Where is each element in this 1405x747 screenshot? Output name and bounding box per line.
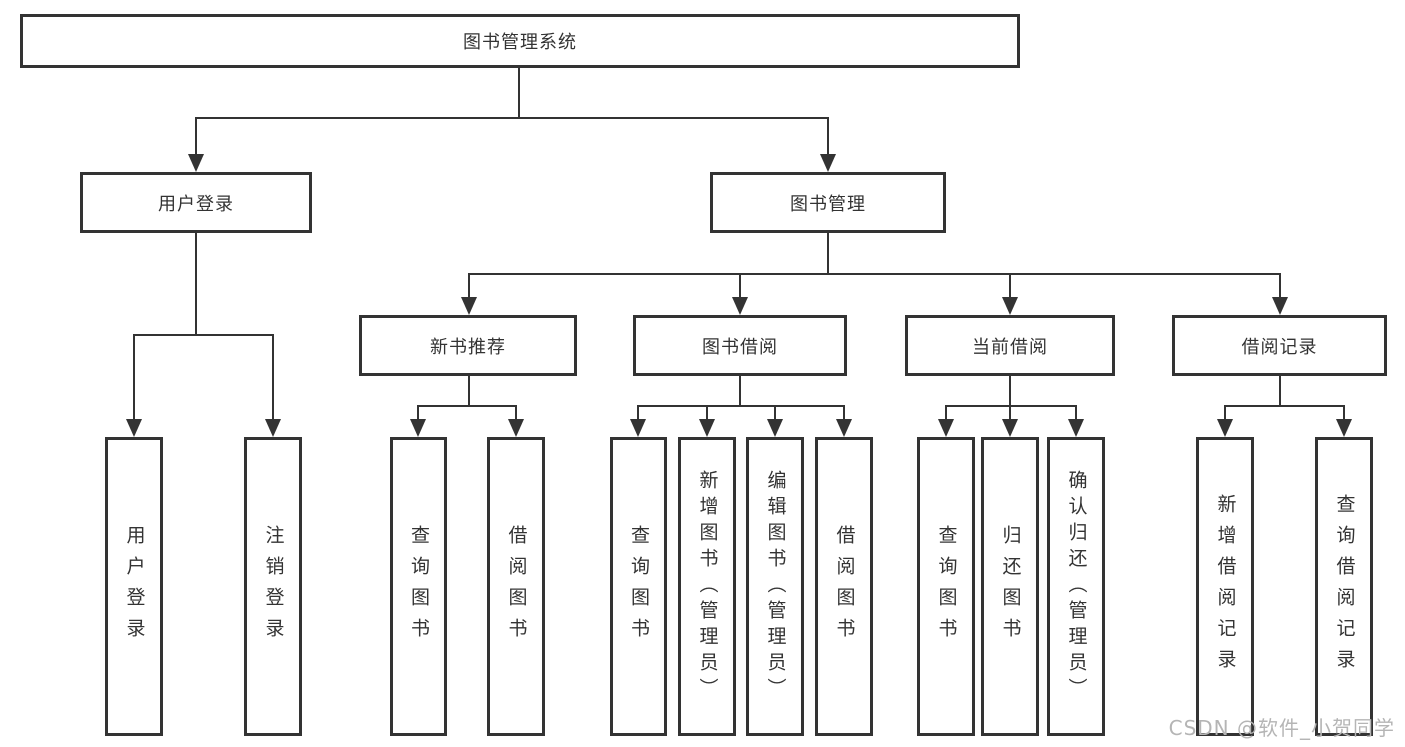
connector-line xyxy=(1279,376,1281,407)
connector-line xyxy=(518,68,520,119)
arrowhead-down xyxy=(630,419,646,437)
node-book-borrow: 图书借阅 xyxy=(633,315,847,376)
connector-line xyxy=(827,117,829,157)
arrowhead-down xyxy=(767,419,783,437)
node-user-login: 用户登录 xyxy=(80,172,312,233)
arrowhead-down xyxy=(1068,419,1084,437)
arrowhead-down xyxy=(699,419,715,437)
connector-line xyxy=(468,273,1281,275)
connector-line xyxy=(1009,405,1011,421)
leaf-query-book-1: 查询图书 xyxy=(390,437,447,736)
leaf-return-book: 归还图书 xyxy=(981,437,1039,736)
leaf-logout: 注销登录 xyxy=(244,437,302,736)
connector-line xyxy=(272,334,274,422)
connector-line xyxy=(945,405,1077,407)
connector-line xyxy=(1075,405,1077,421)
leaf-add-book-admin: 新增图书（管理员） xyxy=(678,437,736,736)
connector-line xyxy=(133,334,274,336)
connector-line xyxy=(945,405,947,421)
connector-line xyxy=(417,405,419,421)
leaf-confirm-return-admin: 确认归还（管理员） xyxy=(1047,437,1105,736)
leaf-query-book-2: 查询图书 xyxy=(610,437,667,736)
connector-line xyxy=(195,117,197,157)
arrowhead-down xyxy=(820,154,836,172)
connector-line xyxy=(1009,376,1011,407)
connector-line xyxy=(739,273,741,299)
arrowhead-down xyxy=(410,419,426,437)
connector-line xyxy=(1224,405,1226,421)
arrowhead-down xyxy=(126,419,142,437)
arrowhead-down xyxy=(1217,419,1233,437)
connector-line xyxy=(133,334,135,422)
node-book-management: 图书管理 xyxy=(710,172,946,233)
node-root: 图书管理系统 xyxy=(20,14,1020,68)
leaf-user-login: 用户登录 xyxy=(105,437,163,736)
node-borrow-records: 借阅记录 xyxy=(1172,315,1387,376)
arrowhead-down xyxy=(188,154,204,172)
connector-line xyxy=(195,117,829,119)
connector-line xyxy=(739,376,741,407)
connector-line xyxy=(1279,273,1281,299)
connector-line xyxy=(1224,405,1345,407)
connector-line xyxy=(827,233,829,275)
leaf-borrow-book-2: 借阅图书 xyxy=(815,437,873,736)
leaf-query-book-3: 查询图书 xyxy=(917,437,975,736)
leaf-query-borrow-record: 查询借阅记录 xyxy=(1315,437,1373,736)
watermark-csdn: CSDN @软件_小贺同学 xyxy=(1168,716,1395,740)
arrowhead-down xyxy=(508,419,524,437)
connector-line xyxy=(637,405,639,421)
arrowhead-down xyxy=(1336,419,1352,437)
arrowhead-down xyxy=(265,419,281,437)
leaf-add-borrow-record: 新增借阅记录 xyxy=(1196,437,1254,736)
leaf-edit-book-admin: 编辑图书（管理员） xyxy=(746,437,804,736)
connector-line xyxy=(1343,405,1345,421)
connector-line xyxy=(1009,273,1011,299)
node-current-borrow: 当前借阅 xyxy=(905,315,1115,376)
connector-line xyxy=(637,405,845,407)
arrowhead-down xyxy=(1002,297,1018,315)
connector-line xyxy=(468,376,470,407)
arrowhead-down xyxy=(732,297,748,315)
node-new-book-recommend: 新书推荐 xyxy=(359,315,577,376)
arrowhead-down xyxy=(1272,297,1288,315)
arrowhead-down xyxy=(1002,419,1018,437)
connector-line xyxy=(774,405,776,421)
arrowhead-down xyxy=(938,419,954,437)
connector-line xyxy=(417,405,517,407)
arrowhead-down xyxy=(836,419,852,437)
leaf-borrow-book-1: 借阅图书 xyxy=(487,437,545,736)
connector-line xyxy=(195,233,197,336)
arrowhead-down xyxy=(461,297,477,315)
connector-line xyxy=(843,405,845,421)
connector-line xyxy=(468,273,470,299)
connector-line xyxy=(706,405,708,421)
connector-line xyxy=(515,405,517,421)
